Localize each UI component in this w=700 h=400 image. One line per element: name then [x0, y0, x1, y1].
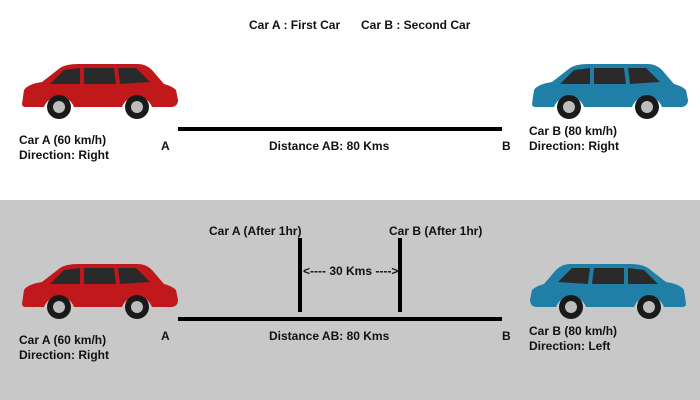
car-b-speed-label: Car B (80 km/h): [529, 124, 618, 138]
bottom-scenario-panel: Car A (60 km/h) Direction: Right Car A (…: [0, 200, 700, 400]
car-b-direction-label: Direction: Right: [529, 139, 619, 153]
car-a-bottom: [22, 264, 178, 319]
car-a-direction-label: Direction: Right: [19, 348, 109, 362]
distance-ab-label: Distance AB: 80 Kms: [269, 329, 390, 343]
distance-ab-line: [178, 317, 502, 321]
car-a-direction-label: Direction: Right: [19, 148, 109, 162]
car-b-speed-label: Car B (80 km/h): [529, 324, 618, 338]
point-b-label: B: [502, 329, 511, 343]
distance-ab-label: Distance AB: 80 Kms: [269, 139, 390, 153]
legend-car-b: Car B : Second Car: [361, 18, 471, 32]
car-b-direction-label: Direction: Left: [529, 339, 611, 353]
distance-ab-line: [178, 127, 502, 131]
car-a-speed-label: Car A (60 km/h): [19, 333, 107, 347]
point-a-label: A: [161, 139, 170, 153]
point-b-label: B: [502, 139, 511, 153]
gap-30-kms-label: <---- 30 Kms ---->: [303, 264, 399, 278]
car-b-after-1hr-marker: [398, 238, 402, 312]
car-b-top: [532, 64, 688, 119]
point-a-label: A: [161, 329, 170, 343]
car-a-speed-label: Car A (60 km/h): [19, 133, 107, 147]
car-b-bottom: [530, 264, 686, 319]
legend-car-a: Car A : First Car: [249, 18, 341, 32]
car-a-top: [22, 64, 178, 119]
car-a-after-1hr-marker: [298, 238, 302, 312]
car-a-after-1hr-label: Car A (After 1hr): [209, 224, 302, 238]
car-b-after-1hr-label: Car B (After 1hr): [389, 224, 483, 238]
top-scenario-panel: Car A : First Car Car B : Second Car Car…: [19, 18, 688, 162]
